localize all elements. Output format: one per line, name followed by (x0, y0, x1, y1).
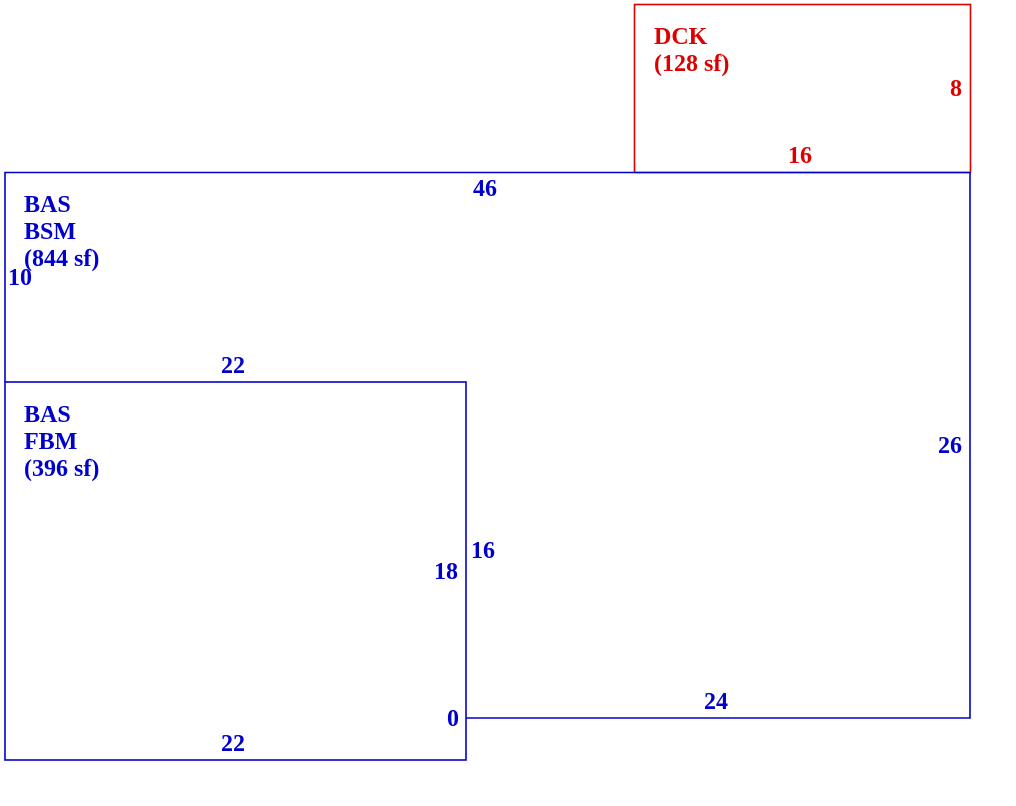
deck-bottom-dimension: 16 (788, 143, 812, 169)
bsm-inner-dimension: 22 (221, 353, 245, 379)
fbm-zero-dimension: 0 (447, 706, 459, 732)
bsm-right-dimension: 26 (938, 433, 962, 459)
bsm-bottom-dimension: 24 (704, 689, 728, 715)
bsm-top-dimension: 46 (473, 176, 497, 202)
fbm-outline (4, 381, 467, 761)
bsm-left-dimension: 10 (8, 265, 32, 291)
bsm-subcode-label: BSM (24, 219, 76, 245)
fbm-code-label: BAS (24, 402, 71, 428)
bsm-code-label: BAS (24, 192, 71, 218)
fbm-area-label: (396 sf) (24, 456, 99, 482)
deck-right-dimension: 8 (950, 76, 962, 102)
deck-area-label: (128 sf) (654, 51, 729, 77)
bsm-outline (4, 171, 971, 719)
fbm-subcode-label: FBM (24, 429, 77, 455)
deck-code-label: DCK (654, 24, 708, 50)
bsm-area-label: (844 sf) (24, 246, 99, 272)
fbm-bottom-dimension: 22 (221, 731, 245, 757)
bsm-step-dimension: 16 (471, 538, 495, 564)
fbm-right-dimension: 18 (434, 559, 458, 585)
